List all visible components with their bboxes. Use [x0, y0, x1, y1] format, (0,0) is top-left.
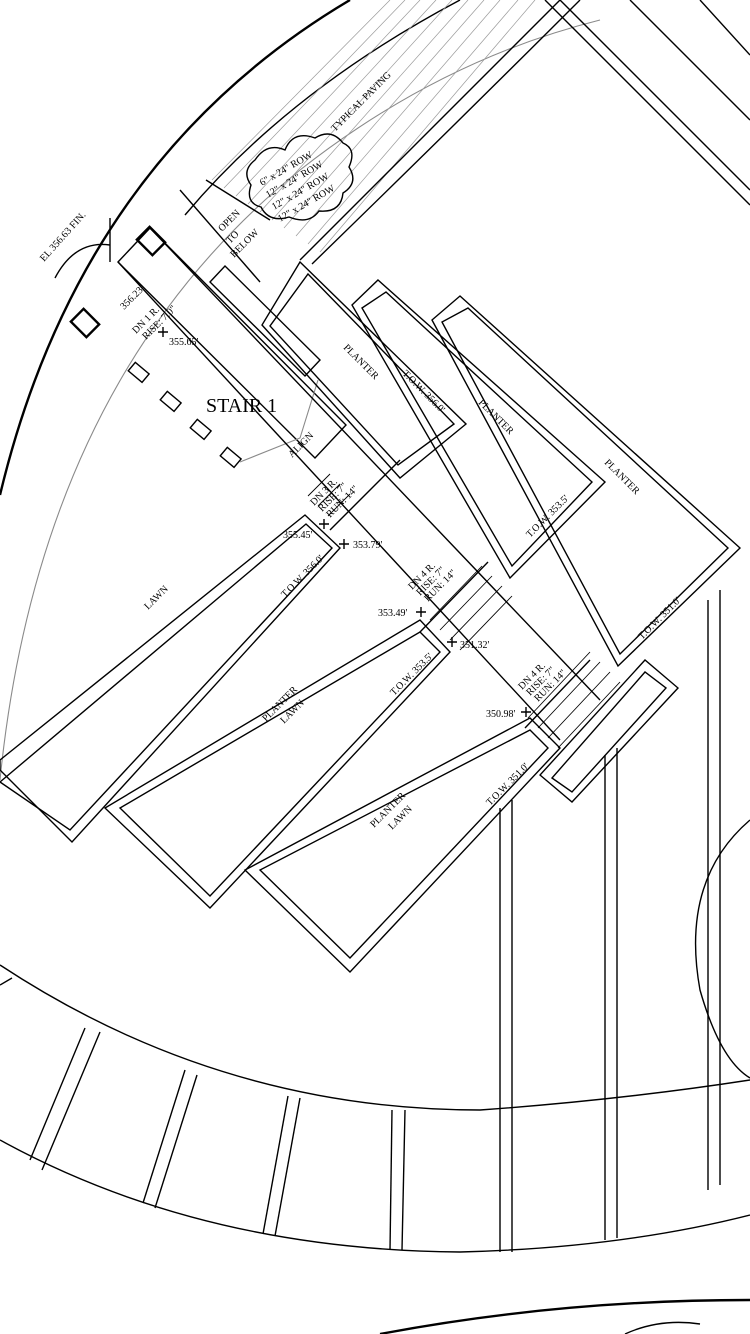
spot-markers: [158, 327, 531, 717]
elevation-353-49: 353.49': [378, 608, 408, 619]
paving-band: [205, 0, 581, 265]
stair-title: STAIR 1: [206, 395, 277, 417]
bottom-curved-bands: [0, 964, 750, 1334]
elevation-355-45: 355.45': [283, 530, 313, 541]
elevation-350-98: 350.98': [486, 709, 516, 720]
elevation-351-32: 351.32': [460, 640, 490, 651]
lower-planters: [0, 514, 680, 973]
stair-entry: [54, 189, 347, 469]
right-vertical-lines: [499, 590, 750, 1252]
plaza-curved-edge: [0, 0, 601, 781]
upper-planters: [261, 260, 742, 668]
elevation-353-79: 353.79': [353, 540, 383, 551]
building-outline: [544, 0, 750, 206]
revision-cloud: [246, 133, 354, 221]
elevation-355-65: 355.65': [169, 337, 199, 348]
stair-run: [117, 227, 621, 749]
